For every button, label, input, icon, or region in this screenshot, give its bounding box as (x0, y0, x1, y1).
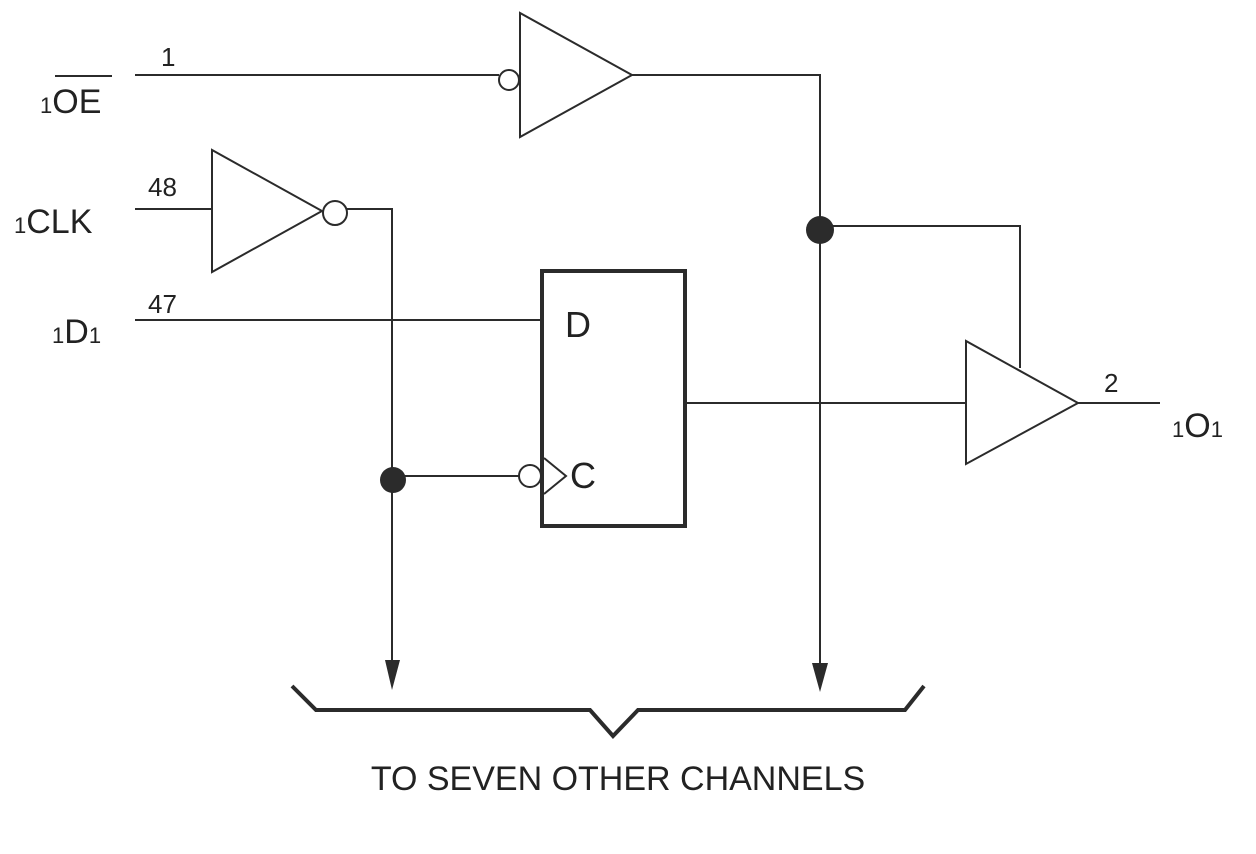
output-buffer (965, 339, 1081, 466)
caption-other-channels: TO SEVEN OTHER CHANNELS (371, 760, 865, 798)
wire-oe-to-node (632, 74, 821, 230)
clock-edge-symbol (543, 457, 568, 495)
wire-clk-distribution (347, 208, 393, 662)
signal-name-out: O (1184, 407, 1210, 445)
flipflop-d-port: D (565, 304, 591, 345)
signal-suffix-out: 1 (1211, 417, 1223, 442)
signal-name-oe: OE (52, 83, 101, 121)
signal-label-clk: 1CLK (14, 203, 93, 241)
junction-clk (380, 467, 406, 493)
arrow-clk-to-channels (385, 660, 400, 690)
arrow-oe-to-channels (812, 663, 828, 692)
channels-brace (290, 684, 926, 739)
signal-prefix-clk: 1 (14, 213, 26, 238)
pin-number-oe: 1 (161, 42, 175, 72)
pin-number-out: 2 (1104, 368, 1118, 398)
signal-name-d: D (64, 313, 89, 351)
signal-name-clk: CLK (26, 203, 92, 241)
pin-number-clk: 48 (148, 172, 177, 202)
signal-label-oe: 1OE (40, 83, 101, 121)
inverting-bubble-c (518, 464, 542, 488)
signal-suffix-d: 1 (89, 323, 101, 348)
signal-label-out: 1O1 (1172, 407, 1223, 445)
oe-buffer (519, 11, 635, 139)
signal-label-d: 1D1 (52, 313, 101, 351)
wire-oe-to-output-buffer (820, 225, 1021, 368)
pin-number-d: 47 (148, 289, 177, 319)
inverting-bubble-oe (498, 69, 520, 91)
signal-prefix-oe: 1 (40, 93, 52, 118)
d-flipflop (540, 269, 687, 528)
inverting-bubble-clk (322, 200, 348, 226)
signal-prefix-d: 1 (52, 323, 64, 348)
clk-inverter (211, 148, 325, 274)
flipflop-c-port: C (570, 455, 596, 496)
signal-prefix-out: 1 (1172, 417, 1184, 442)
